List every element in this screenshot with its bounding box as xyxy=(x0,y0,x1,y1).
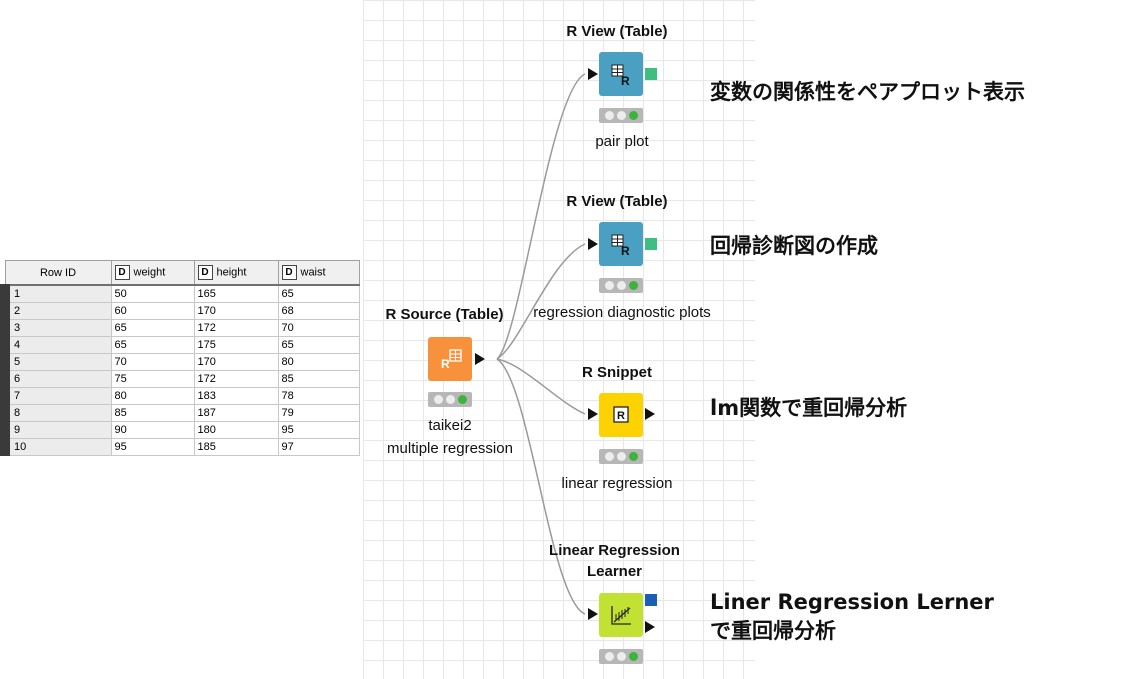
learner-model-port[interactable] xyxy=(645,594,657,606)
view1-node-label[interactable]: pair plot xyxy=(595,133,649,150)
view2-input-port[interactable] xyxy=(588,238,598,250)
double-type-icon: D xyxy=(197,265,213,280)
annotation-learner: Liner Regression Lerner xyxy=(710,590,994,614)
snippet-status-lights xyxy=(599,449,643,464)
table-cell: 85 xyxy=(110,404,195,422)
table-cell: 165 xyxy=(193,284,279,303)
table-cell: 68 xyxy=(277,302,360,320)
annotation-snippet: lm関数で重回帰分析 xyxy=(710,396,908,420)
table-cell: 65 xyxy=(110,336,195,354)
table-cell: 79 xyxy=(277,404,360,422)
learner-output-port[interactable] xyxy=(645,621,655,633)
view1-input-port[interactable] xyxy=(588,68,598,80)
snippet-node-label[interactable]: linear regression xyxy=(561,475,673,492)
annotation-pair-plot: 変数の関係性をペアプロット表示 xyxy=(710,80,1025,104)
connection-to-snippet xyxy=(496,358,586,415)
snippet-node-title[interactable]: R Snippet xyxy=(582,364,652,381)
row-id-cell: 4 xyxy=(0,336,112,354)
row-id-cell: 2 xyxy=(0,302,112,320)
view2-image-port[interactable] xyxy=(645,238,657,250)
learner-status-lights xyxy=(599,649,643,664)
svg-text:R: R xyxy=(621,74,630,88)
row-id-cell: 5 xyxy=(0,353,112,371)
source-status-lights xyxy=(428,392,472,407)
r-table-icon: R xyxy=(428,337,472,381)
snippet-node[interactable]: R xyxy=(599,393,643,437)
view2-node-title[interactable]: R View (Table) xyxy=(566,193,668,210)
svg-text:R: R xyxy=(621,244,630,258)
learner-node[interactable] xyxy=(599,593,643,637)
source-node-label-2[interactable]: multiple regression xyxy=(387,440,513,457)
r-view-icon: R xyxy=(599,222,643,266)
column-header-label: waist xyxy=(300,266,326,279)
row-id-cell: 10 xyxy=(0,438,112,456)
table-cell: 97 xyxy=(277,438,360,456)
r-snippet-icon: R xyxy=(599,393,643,437)
source-output-port[interactable] xyxy=(475,353,485,365)
table-cell: 170 xyxy=(193,302,279,320)
source-node-title[interactable]: R Source (Table) xyxy=(385,306,504,323)
source-node-label[interactable]: taikei2 xyxy=(428,417,472,434)
svg-text:R: R xyxy=(617,410,625,422)
learner-node-title-2[interactable]: Learner xyxy=(586,563,643,580)
view1-node-title[interactable]: R View (Table) xyxy=(566,23,668,40)
view1-node[interactable]: R xyxy=(599,52,643,96)
view1-image-port[interactable] xyxy=(645,68,657,80)
view2-node[interactable]: R xyxy=(599,222,643,266)
table-cell: 185 xyxy=(193,438,279,456)
row-id-cell: 7 xyxy=(0,387,112,405)
annotation-diagnostic: 回帰診断図の作成 xyxy=(710,234,878,258)
column-header-row-id[interactable]: Row ID xyxy=(4,260,112,286)
r-view-icon: R xyxy=(599,52,643,96)
source-node[interactable]: R xyxy=(428,337,472,381)
table-cell: 172 xyxy=(193,370,279,388)
column-header-label: height xyxy=(216,266,247,279)
table-cell: 80 xyxy=(110,387,195,405)
snippet-output-port[interactable] xyxy=(645,408,655,420)
table-cell: 70 xyxy=(277,319,360,337)
column-header-label: Row ID xyxy=(39,266,77,279)
learner-node-title[interactable]: Linear Regression xyxy=(549,542,680,559)
svg-text:R: R xyxy=(441,357,450,371)
table-cell: 95 xyxy=(110,438,195,456)
regression-chart-icon xyxy=(599,593,643,637)
column-header-label: weight xyxy=(133,266,166,279)
double-type-icon: D xyxy=(281,265,297,280)
row-id-cell: 9 xyxy=(0,421,112,439)
double-type-icon: D xyxy=(114,265,130,280)
view1-status-lights xyxy=(599,108,643,123)
table-cell: 65 xyxy=(277,284,360,303)
connection-to-diagnostic xyxy=(496,243,586,360)
row-id-cell: 3 xyxy=(0,319,112,337)
row-id-cell: 1 xyxy=(0,284,112,303)
learner-input-port[interactable] xyxy=(588,608,598,620)
row-id-cell: 8 xyxy=(0,404,112,422)
annotation-learner-2: で重回帰分析 xyxy=(710,619,836,643)
connection-to-learner xyxy=(496,358,586,615)
connection-to-pair-plot xyxy=(496,73,586,360)
snippet-input-port[interactable] xyxy=(588,408,598,420)
view2-status-lights xyxy=(599,278,643,293)
view2-node-label[interactable]: regression diagnostic plots xyxy=(533,304,711,321)
